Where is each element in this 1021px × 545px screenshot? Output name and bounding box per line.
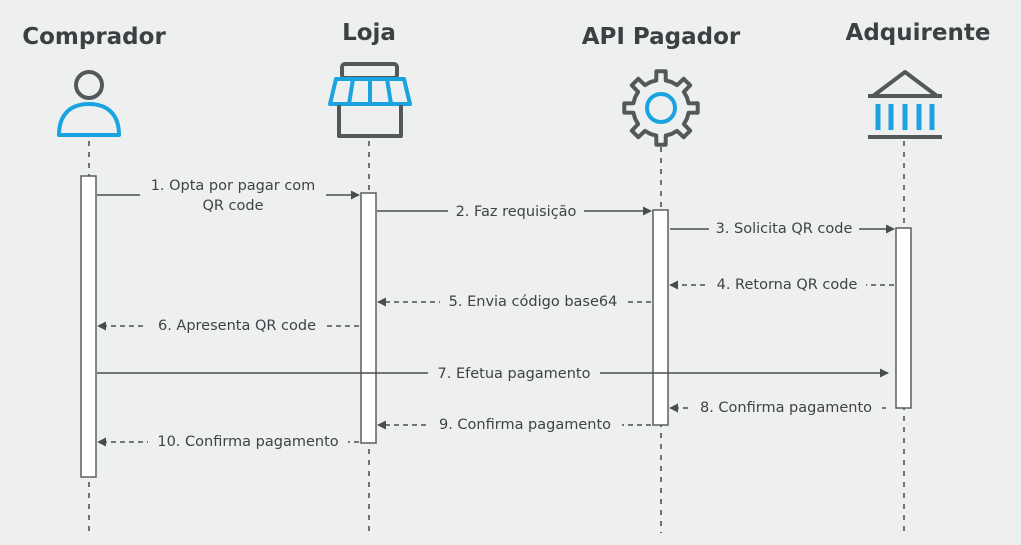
message-7-label: 7. Efetua pagamento xyxy=(438,366,591,382)
message-7: 7. Efetua pagamento xyxy=(97,365,889,383)
message-6-label: 6. Apresenta QR code xyxy=(158,318,316,334)
actor-title-comprador: Comprador xyxy=(22,24,166,50)
message-3-label: 3. Solicita QR code xyxy=(716,221,853,237)
actor-title-loja: Loja xyxy=(342,20,396,46)
message-9-label: 9. Confirma pagamento xyxy=(439,417,611,433)
message-5-label: 5. Envia código base64 xyxy=(449,294,618,310)
message-9: 9. Confirma pagamento xyxy=(377,416,651,434)
actor-title-adquirente: Adquirente xyxy=(846,20,991,46)
message-1-label-line1: 1. Opta por pagar com xyxy=(151,178,316,194)
message-4: 4. Retorna QR code xyxy=(669,276,894,294)
message-8: 8. Confirma pagamento xyxy=(669,399,886,417)
activation-adquirente xyxy=(895,227,912,409)
activation-loja xyxy=(360,192,377,444)
message-2-label: 2. Faz requisição xyxy=(456,204,577,220)
message-8-label: 8. Confirma pagamento xyxy=(700,400,872,416)
actor-title-api-pagador: API Pagador xyxy=(582,24,741,50)
store-icon xyxy=(328,62,412,138)
message-6: 6. Apresenta QR code xyxy=(97,317,359,335)
activation-comprador xyxy=(80,175,97,478)
message-10: 10. Confirma pagamento xyxy=(97,433,359,451)
message-1: 1. Opta por pagar com QR code xyxy=(97,176,360,216)
person-icon xyxy=(57,70,121,137)
gear-icon xyxy=(622,69,700,147)
message-3: 3. Solicita QR code xyxy=(670,220,895,238)
message-10-label: 10. Confirma pagamento xyxy=(157,434,338,450)
message-2: 2. Faz requisição xyxy=(377,203,652,221)
message-5: 5. Envia código base64 xyxy=(377,293,651,311)
bank-icon xyxy=(868,70,942,139)
message-1-label-line2: QR code xyxy=(202,198,263,214)
activation-api-pagador xyxy=(652,209,669,426)
message-4-label: 4. Retorna QR code xyxy=(717,277,858,293)
